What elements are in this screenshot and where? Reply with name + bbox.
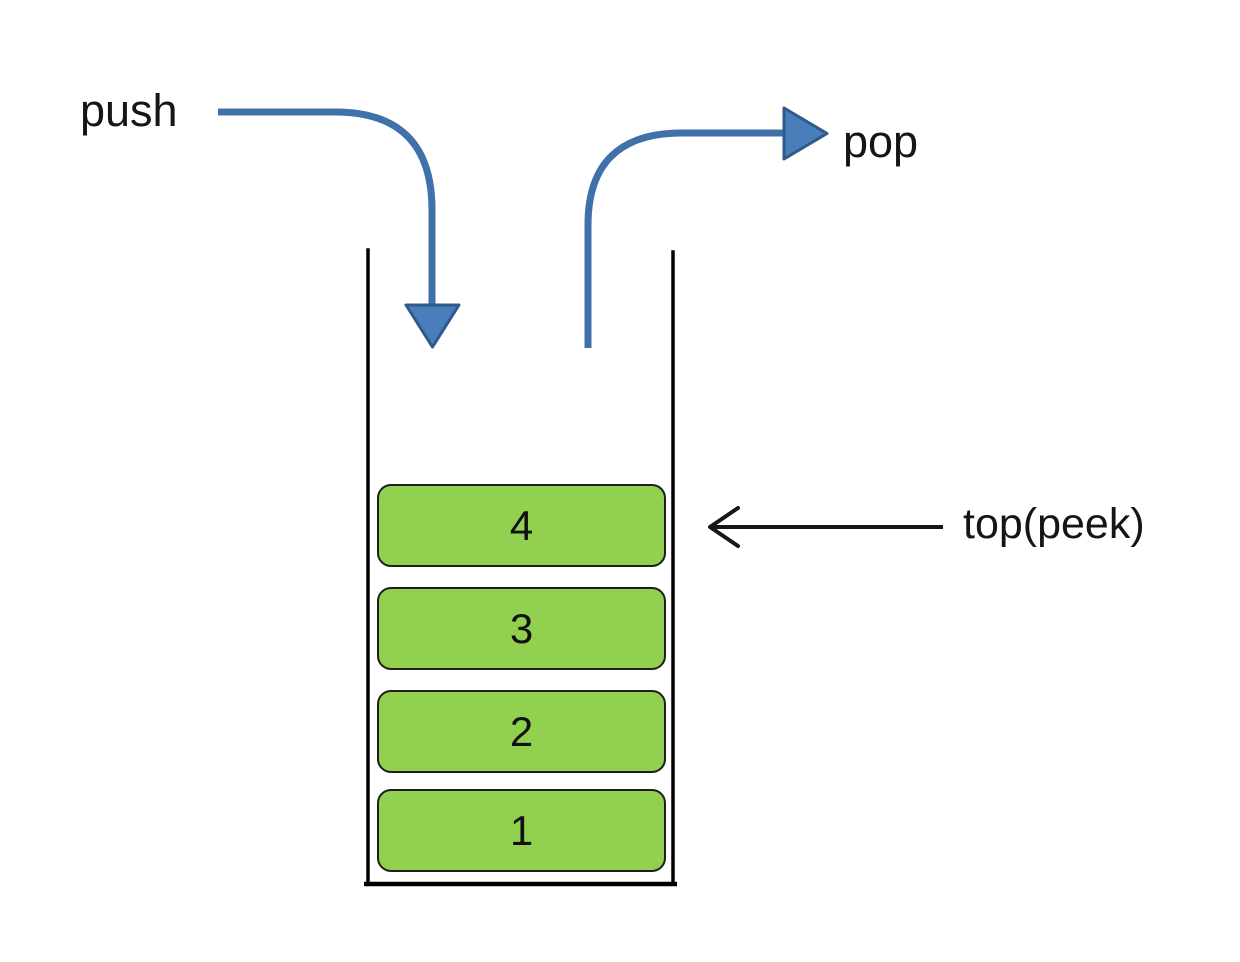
stack-item-4: 4 xyxy=(377,484,666,567)
pop-label: pop xyxy=(843,116,919,167)
stack-item-2: 2 xyxy=(377,690,666,773)
top-peek-label: top(peek) xyxy=(963,500,1145,548)
push-label: push xyxy=(80,85,178,136)
stack-container-outline xyxy=(364,248,677,887)
top-peek-arrow-icon xyxy=(708,506,943,548)
push-arrow-icon xyxy=(218,108,461,349)
stack-item-1: 1 xyxy=(377,789,666,872)
pop-arrow-icon xyxy=(584,106,829,348)
stack-item-3: 3 xyxy=(377,587,666,670)
